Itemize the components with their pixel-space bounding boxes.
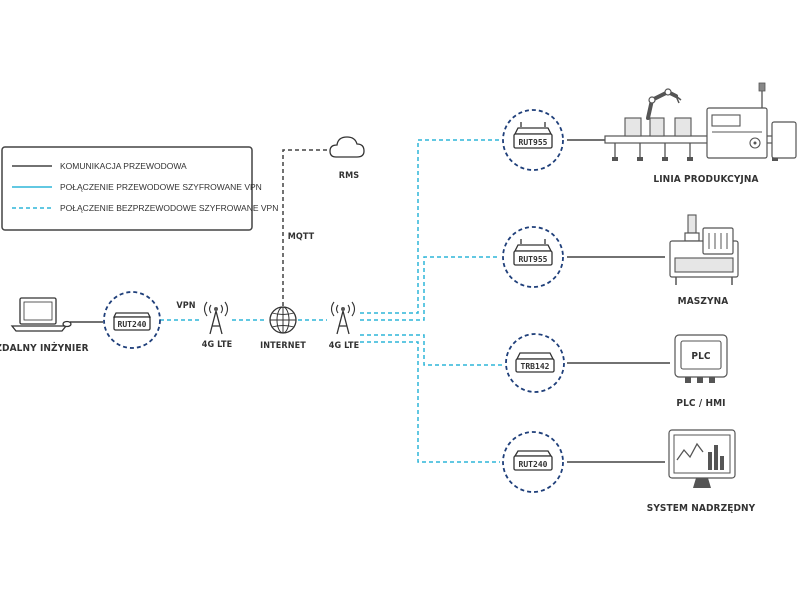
vpn-label: VPN — [176, 301, 195, 311]
cloud-icon — [329, 136, 365, 158]
router-icon — [513, 450, 553, 471]
laptop-icon — [10, 297, 72, 332]
legend: KOMUNIKACJA PRZEWODOWA POŁĄCZENIE PRZEWO… — [1, 146, 278, 231]
connections — [70, 139, 670, 463]
router-left: RUT240 — [103, 291, 161, 349]
tower-left-label: 4G LTE — [202, 340, 232, 350]
router-site-1-model: RUT955 — [519, 138, 548, 147]
router-left-model: RUT240 — [118, 320, 147, 329]
site-3-label: PLC / HMI — [676, 398, 725, 409]
link-site-3 — [360, 334, 502, 366]
router-site-2-model: RUT955 — [519, 255, 548, 264]
router-site-3-model: TRB142 — [521, 362, 550, 371]
link-site-1 — [360, 139, 500, 314]
globe-icon — [269, 306, 297, 334]
legend-label-vpn-wireless: POŁĄCZENIE BEZPRZEWODOWE SZYFROWANE VPN — [60, 203, 278, 213]
router-site-4: RUT240 — [502, 431, 564, 493]
engineer-label: ZDALNY INŻYNIER — [0, 340, 89, 354]
site-1-label: LINIA PRODUKCYJNA — [653, 174, 758, 185]
monitor-chart-icon — [668, 429, 736, 488]
machine-icon — [669, 214, 739, 285]
plc-icon: PLC — [674, 334, 728, 383]
rms-label: RMS — [339, 171, 359, 181]
legend-box — [1, 146, 253, 231]
router-site-1: RUT955 — [502, 109, 564, 171]
gateway-icon — [515, 352, 555, 373]
legend-label-vpn-wired: POŁĄCZENIE PRZEWODOWE SZYFROWANE VPN — [60, 182, 262, 192]
production-line-icon — [604, 82, 797, 161]
site-4-label: SYSTEM NADRZĘDNY — [647, 503, 756, 514]
cell-tower-icon — [203, 301, 229, 335]
router-site-3: TRB142 — [505, 333, 565, 393]
legend-label-wired: KOMUNIKACJA PRZEWODOWA — [60, 161, 187, 171]
router-icon — [513, 122, 553, 149]
plc-screen-text: PLC — [691, 351, 711, 362]
site-2-label: MASZYNA — [678, 296, 729, 307]
router-icon — [112, 312, 152, 331]
router-icon — [513, 239, 553, 266]
tower-right-label: 4G LTE — [329, 341, 359, 351]
mqtt-label: MQTT — [288, 232, 315, 242]
cell-tower-icon — [330, 301, 356, 335]
link-mqtt — [282, 149, 332, 306]
internet-label: INTERNET — [260, 341, 306, 351]
router-site-4-model: RUT240 — [519, 460, 548, 469]
router-site-2: RUT955 — [502, 226, 564, 288]
link-site-4 — [360, 341, 500, 463]
link-site-2 — [360, 256, 500, 321]
